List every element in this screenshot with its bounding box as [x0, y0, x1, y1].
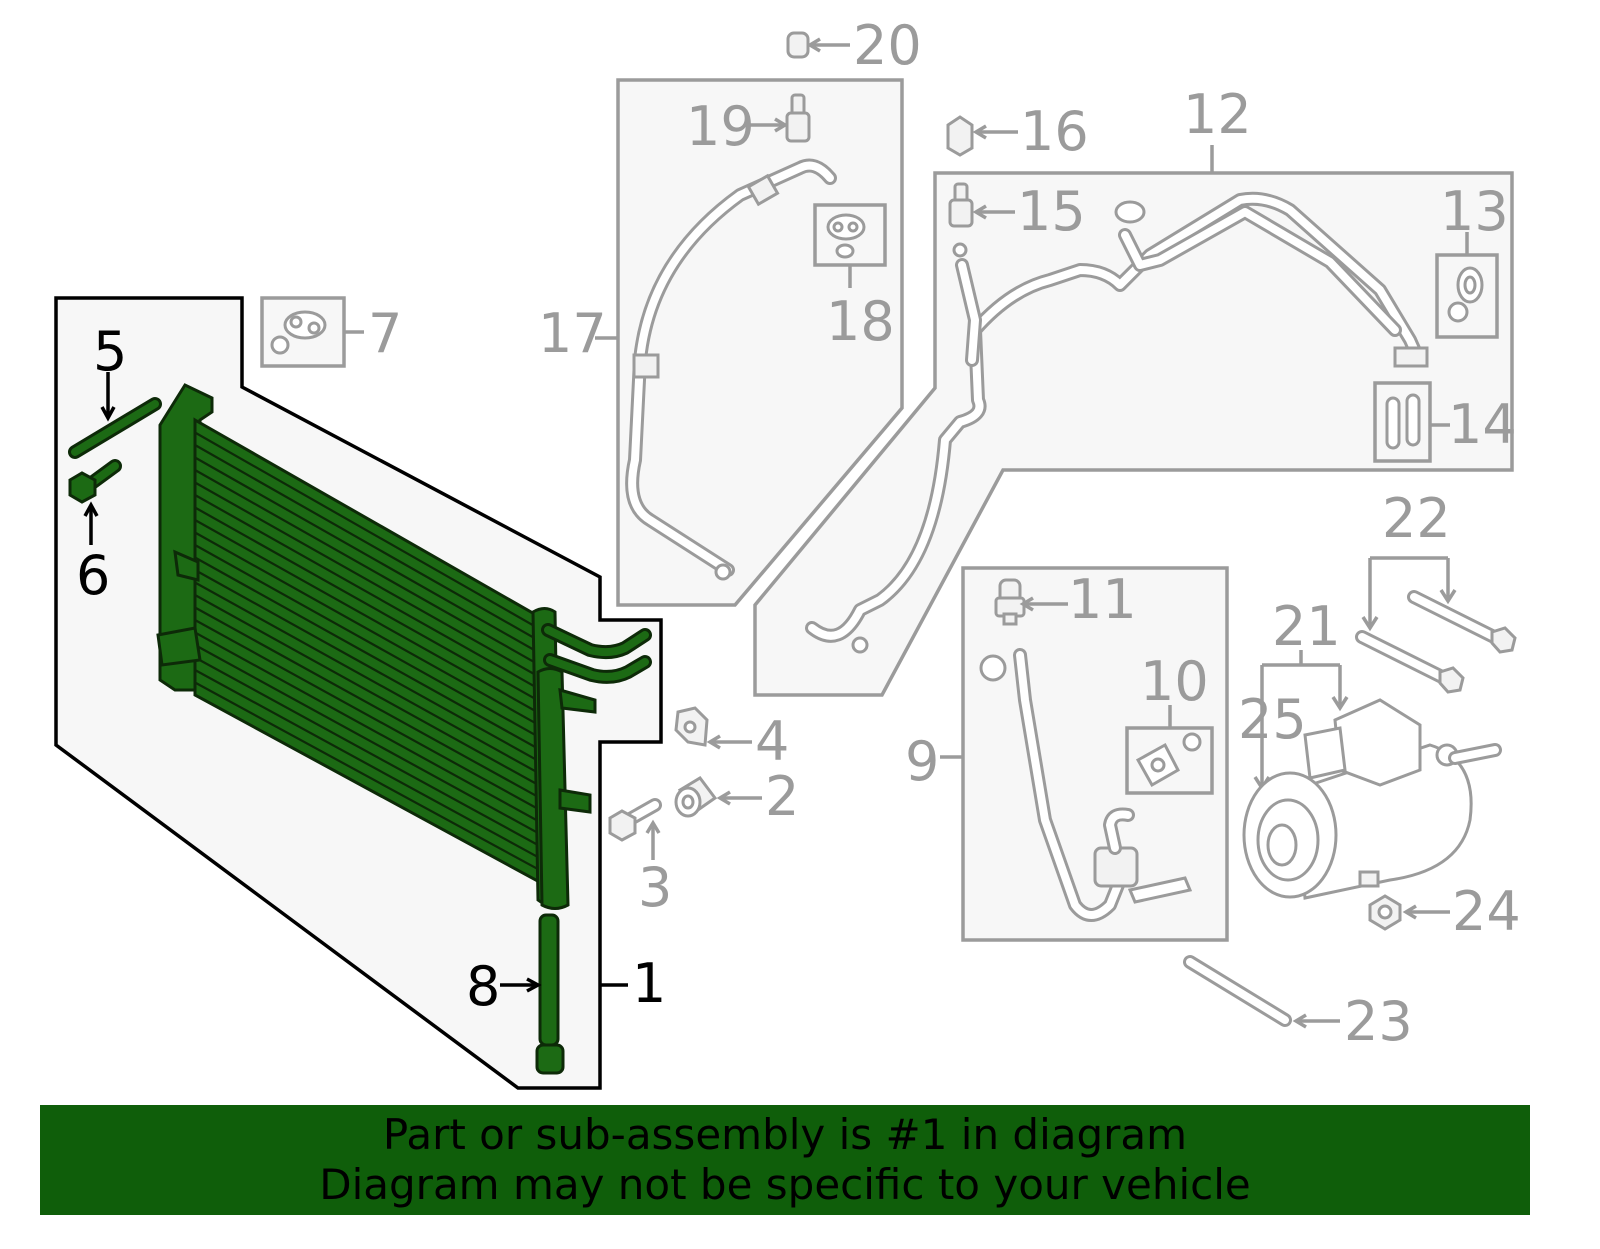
- condenser-fin: [194, 444, 546, 646]
- drier-cartridge-part-8[interactable]: [535, 913, 565, 1075]
- bushing-part-2[interactable]: [674, 776, 718, 818]
- condenser-fin: [194, 431, 546, 634]
- callout-7: 7: [368, 302, 402, 365]
- callout-9: 9: [905, 730, 939, 793]
- banner-line-2: Diagram may not be specific to your vehi…: [319, 1160, 1251, 1209]
- condenser-fin: [194, 594, 546, 790]
- callout-23: 23: [1344, 990, 1413, 1053]
- callout-22: 22: [1382, 487, 1451, 550]
- part-12-box: [753, 171, 1514, 697]
- ac-compressor-part-21[interactable]: [1242, 698, 1502, 900]
- callout-25: 25: [1238, 688, 1307, 751]
- condenser-fin: [194, 481, 546, 682]
- condenser-fin: [194, 619, 546, 814]
- notice-banner: Part or sub-assembly is #1 in diagram Di…: [40, 1105, 1530, 1215]
- callout-3: 3: [638, 856, 672, 919]
- valve-core-part-19[interactable]: [785, 93, 811, 143]
- condenser-fin: [194, 669, 546, 862]
- suction-line-part-12[interactable]: [805, 191, 1429, 654]
- condenser-fin: [194, 569, 546, 766]
- clip-part-4[interactable]: [674, 706, 709, 747]
- liquid-line-part-9[interactable]: [979, 648, 1193, 922]
- condenser-fin: [194, 456, 546, 658]
- callout-6: 6: [76, 544, 110, 607]
- condenser-fin: [194, 606, 546, 802]
- bolt-part-22-a[interactable]: [1407, 590, 1517, 654]
- callout-12: 12: [1183, 83, 1252, 146]
- callout-19: 19: [686, 95, 755, 158]
- callout-21: 21: [1272, 595, 1341, 658]
- valve-core-part-15[interactable]: [948, 182, 974, 228]
- bolt-part-3[interactable]: [608, 798, 662, 842]
- condenser-fin: [194, 531, 546, 730]
- bolt-part-22-b[interactable]: [1355, 630, 1465, 694]
- callout-1: 1: [632, 952, 666, 1015]
- banner-line-1: Part or sub-assembly is #1 in diagram: [382, 1110, 1188, 1159]
- callout-13: 13: [1440, 180, 1509, 243]
- callout-16: 16: [1020, 100, 1089, 163]
- callout-2: 2: [765, 765, 799, 828]
- callout-11: 11: [1068, 568, 1137, 631]
- callout-15: 15: [1017, 180, 1086, 243]
- callout-10: 10: [1140, 650, 1209, 713]
- condenser-fin: [194, 644, 546, 838]
- condenser-fin: [194, 681, 546, 874]
- discharge-hose-part-17[interactable]: [625, 158, 837, 581]
- condenser-fin: [194, 581, 546, 778]
- stud-part-23[interactable]: [1183, 955, 1292, 1027]
- condenser-fin: [194, 556, 546, 754]
- bolt-part-6[interactable]: [68, 459, 122, 504]
- seal-kit-part-10[interactable]: [1135, 732, 1202, 788]
- callout-4: 4: [755, 710, 789, 773]
- part-14-box: [1373, 381, 1432, 463]
- o-ring-part-14[interactable]: [1385, 393, 1421, 450]
- condenser-part-1[interactable]: [156, 383, 652, 910]
- condenser-fin: [194, 494, 546, 694]
- callout-17: 17: [538, 302, 607, 365]
- callout-5: 5: [93, 320, 127, 383]
- condenser-fin: [194, 469, 546, 670]
- callout-24: 24: [1452, 880, 1521, 943]
- pin-part-5[interactable]: [68, 397, 162, 459]
- pressure-switch-part-11[interactable]: [994, 578, 1026, 626]
- callout-8: 8: [466, 955, 500, 1018]
- callout-18: 18: [826, 290, 895, 353]
- seal-kit-part-13[interactable]: [1447, 266, 1484, 323]
- callout-20: 20: [853, 14, 922, 77]
- nut-part-24[interactable]: [1368, 894, 1402, 931]
- condenser-fin: [194, 506, 546, 706]
- cap-part-16[interactable]: [946, 115, 974, 157]
- condenser-fin: [194, 544, 546, 742]
- seal-kit-part-18[interactable]: [826, 213, 866, 259]
- part-7-box: [260, 296, 346, 368]
- condenser-fin: [194, 631, 546, 826]
- condenser-fin: [194, 656, 546, 850]
- seal-kit-part-7[interactable]: [270, 310, 327, 355]
- cap-part-20[interactable]: [786, 31, 810, 59]
- callout-14: 14: [1448, 393, 1517, 456]
- condenser-fin: [194, 519, 546, 718]
